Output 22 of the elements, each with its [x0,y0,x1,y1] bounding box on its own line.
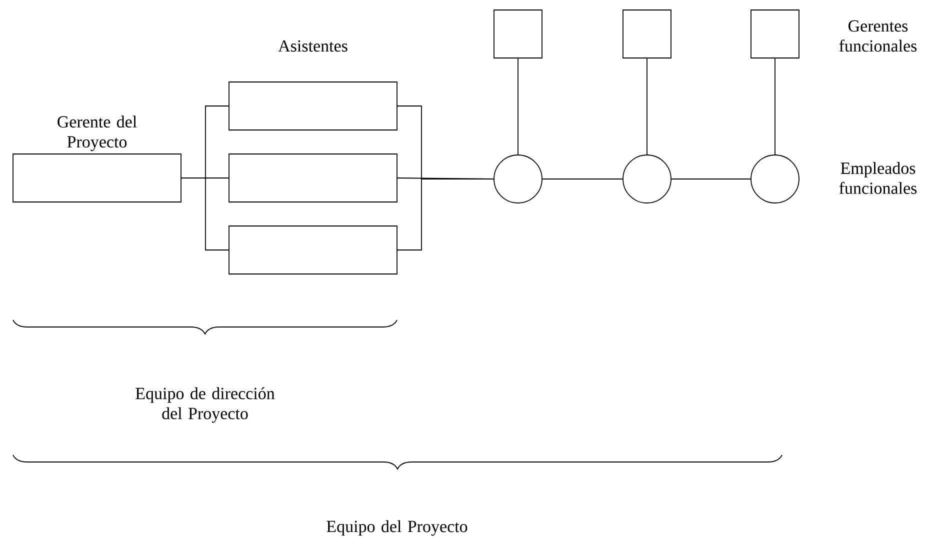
box [228,82,398,130]
node-label: Gerente del Proyecto [58,116,137,152]
box [750,10,800,58]
manager-box: Gerente del Proyecto [12,116,182,202]
text-label: Equipo del Proyecto [326,520,468,536]
connector-line [671,178,751,180]
text-label: Empleados funcionales [839,162,917,194]
connector-line [397,178,494,250]
text-label: Equipo de dirección del Proyecto [136,387,275,423]
box [622,10,672,58]
connector-line [774,58,776,155]
connector-line [542,178,623,180]
connector-line [181,178,229,250]
box [228,226,398,274]
box [228,154,398,202]
circle [622,154,672,204]
connector-line [646,58,648,155]
text-label: Gerentes funcionales [839,20,917,52]
box [494,10,542,58]
text-label: Asistentes [278,40,348,52]
circle [750,154,800,204]
circle [494,154,542,204]
